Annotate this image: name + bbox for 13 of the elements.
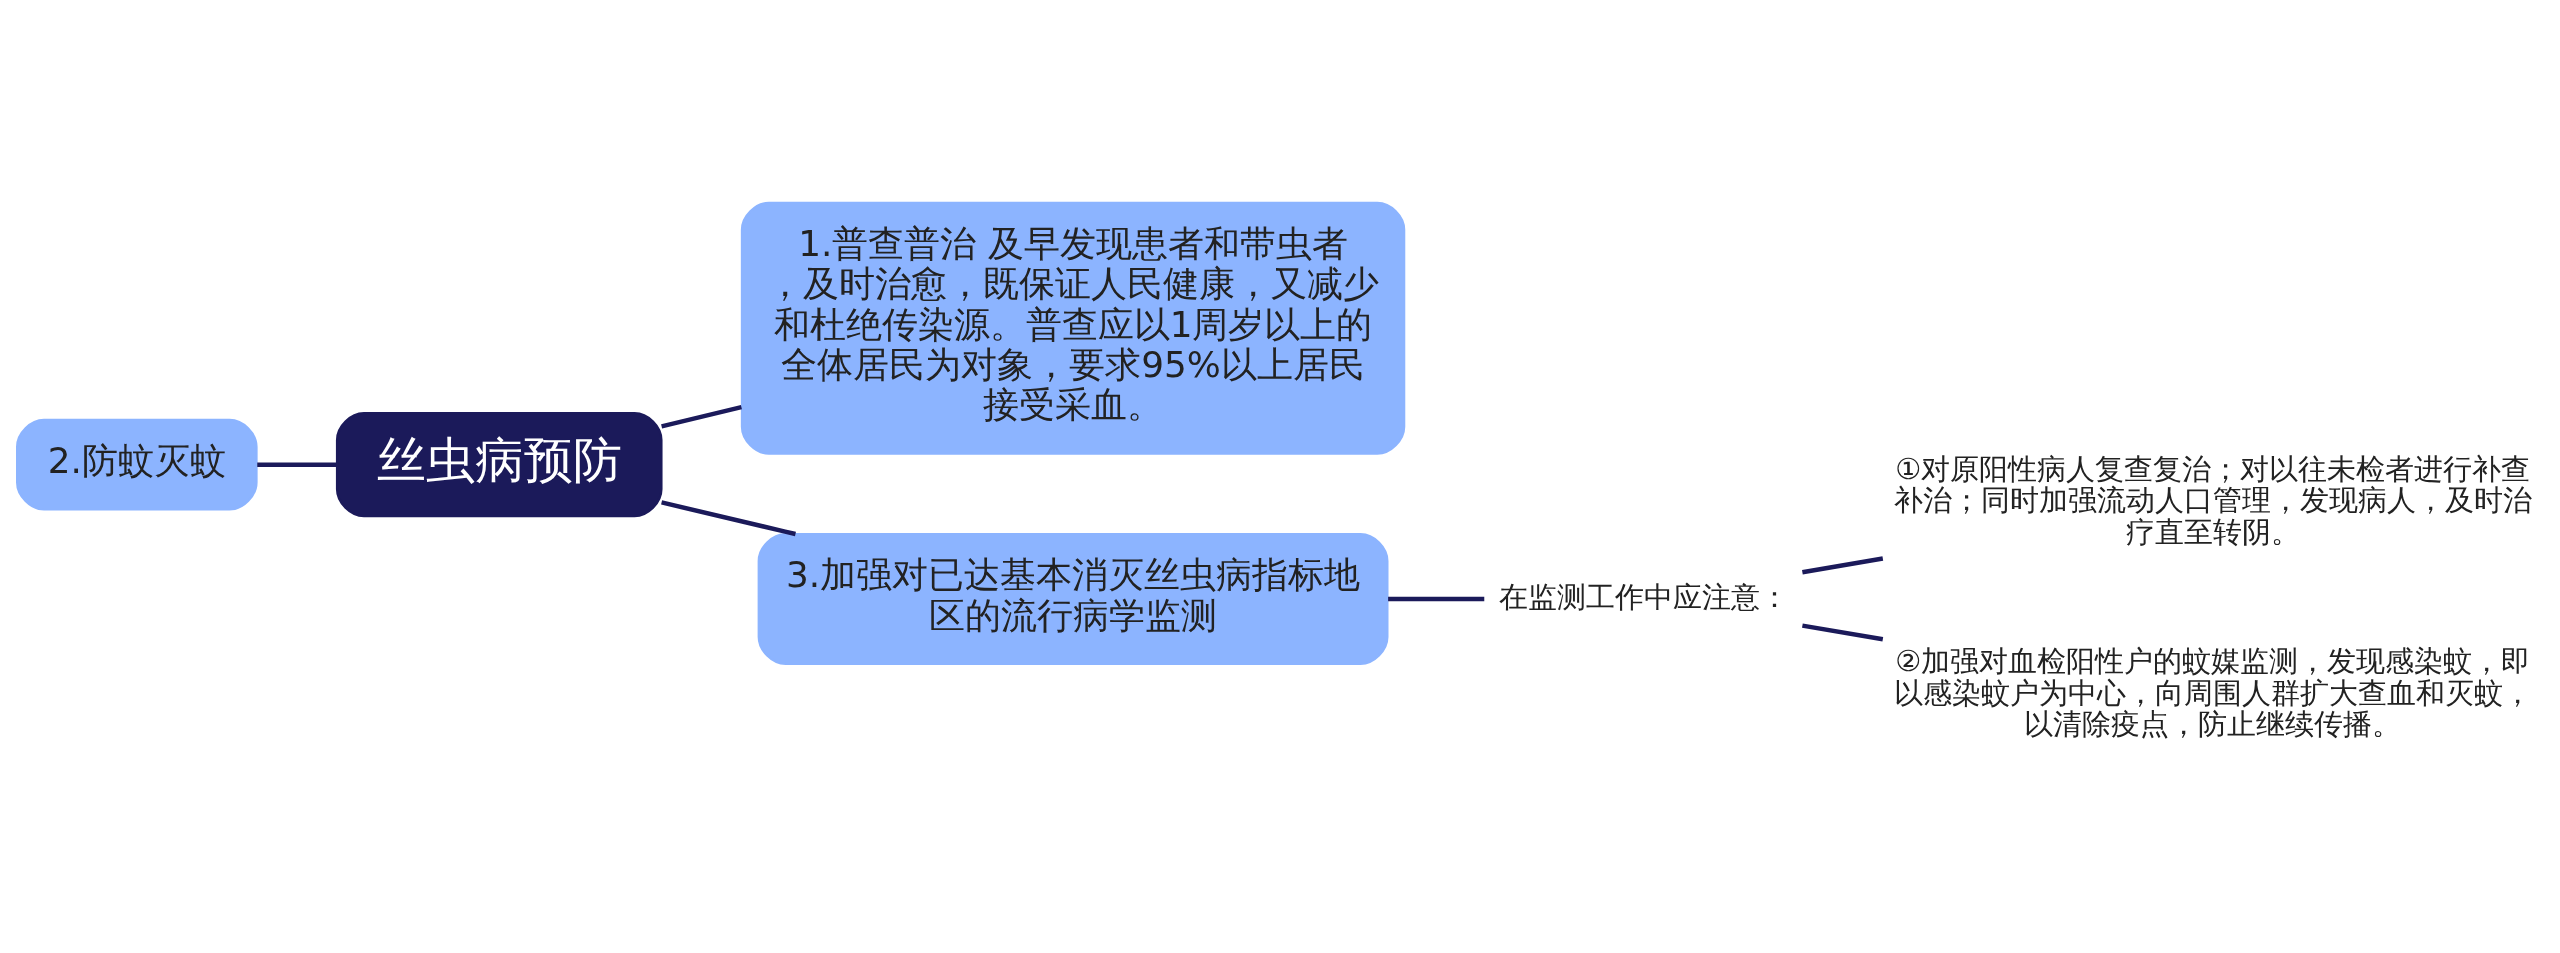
- connector: [1802, 622, 1884, 641]
- node-text: ①对原阳性病人复查复治；对以往未检者进行补查补治；同时加强流动人口管理，发现病人，及时治疗直至转阴。: [1893, 451, 2532, 549]
- connector: [1388, 596, 1485, 601]
- node-box: 丝虫病预防: [335, 411, 663, 517]
- connector: [1802, 555, 1884, 574]
- node-text: 在监测工作中应注意：: [1498, 579, 1789, 614]
- node-box: 1.普查普治 及早发现患者和带虫者，及时治愈，既保证人民健康，又减少和杜绝传染源。普查应以1周岁以上的全体居民为对象，要求95%以上居民接受采血。: [740, 201, 1406, 455]
- node-box: 3.加强对已达基本消灭丝虫病指标地区的流行病学监测: [757, 532, 1389, 665]
- connector: [661, 404, 742, 428]
- connector: [257, 461, 337, 467]
- connector: [661, 499, 796, 536]
- node-text: ②加强对血检阳性户的蚊媒监测，发现感染蚊，即以感染蚊户为中心，向周围人群扩大查血和灭蚊，以清除疫点，防止继续传播。: [1893, 643, 2532, 741]
- node-box: 2.防蚊灭蚊: [16, 418, 258, 511]
